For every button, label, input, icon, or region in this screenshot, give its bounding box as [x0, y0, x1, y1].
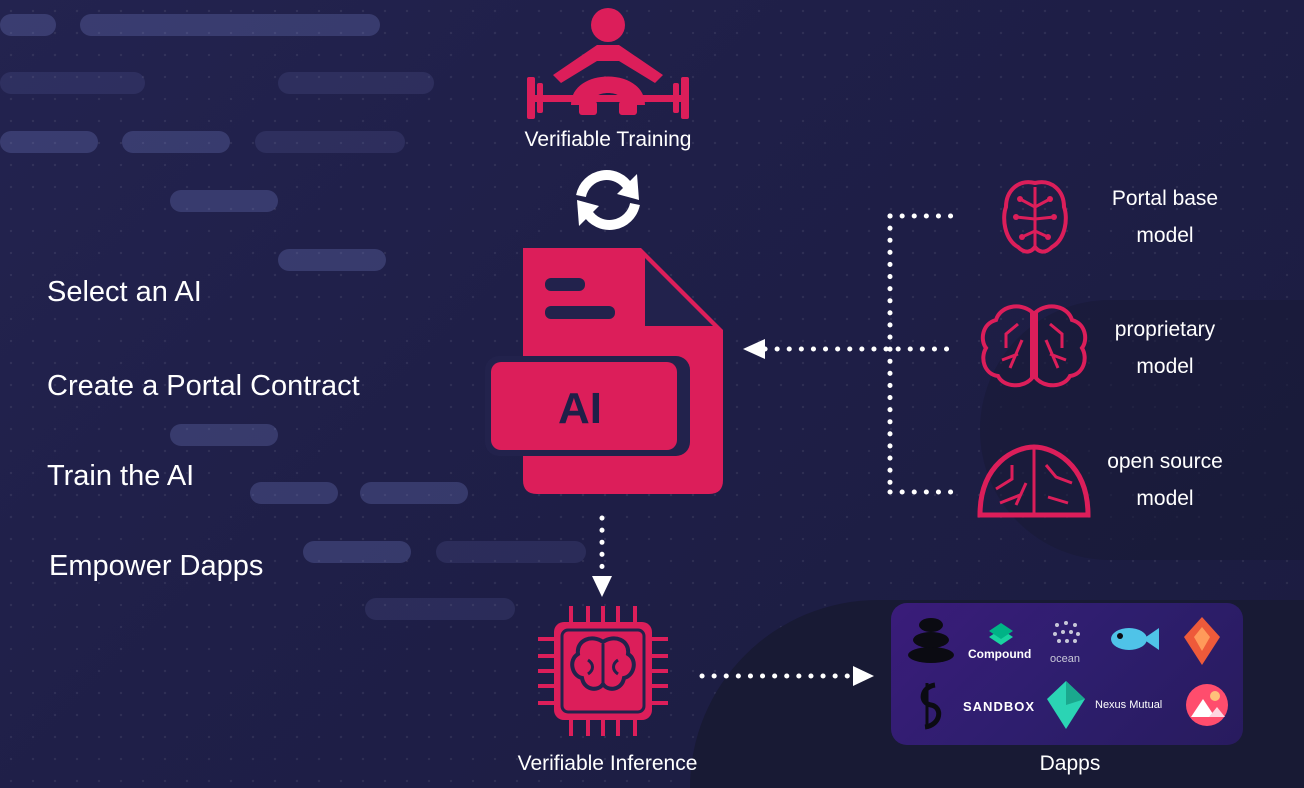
ai-document-icon [485, 248, 723, 494]
dapps-panel: Compound ocean SANDBOX Nexus Mutual [891, 603, 1243, 745]
swirl-logo-icon [920, 682, 942, 730]
step-train-ai: Train the AI [47, 460, 195, 492]
dapp-nexus-mutual-label: Nexus Mutual [1095, 699, 1163, 711]
stacked-stones-logo-icon [908, 618, 954, 663]
step-select-ai: Select an AI [47, 276, 202, 308]
ai-icon-text: AI [558, 384, 602, 433]
brain-circuit-icon [980, 304, 1088, 388]
verifiable-inference-label: Verifiable Inference [517, 752, 698, 775]
weightlifter-icon [527, 8, 689, 119]
arrow-down-icon [592, 576, 612, 597]
diamond-logo-icon [1184, 617, 1220, 665]
dapps-label: Dapps [1039, 752, 1101, 775]
dapp-compound-label: Compound [968, 647, 1032, 661]
fish-logo-icon [1111, 628, 1159, 650]
chip-brain-icon [538, 606, 668, 736]
step-create-contract: Create a Portal Contract [47, 370, 360, 402]
dapp-ocean-label: ocean [1050, 653, 1080, 665]
dapp-sandbox-label: SANDBOX [963, 699, 1036, 714]
sync-icon [576, 170, 640, 230]
compound-logo-icon [989, 623, 1013, 645]
arrow-right-icon [853, 666, 874, 686]
brain-half-icon [977, 444, 1091, 518]
crystal-logo-icon [1047, 681, 1085, 729]
decentraland-logo-icon [1186, 684, 1228, 726]
verifiable-training-label: Verifiable Training [524, 128, 692, 151]
step-empower-dapps: Empower Dapps [49, 550, 264, 582]
arrow-left-icon [743, 339, 765, 359]
brain-tree-icon [1002, 180, 1068, 254]
ocean-logo-icon [1053, 621, 1080, 643]
